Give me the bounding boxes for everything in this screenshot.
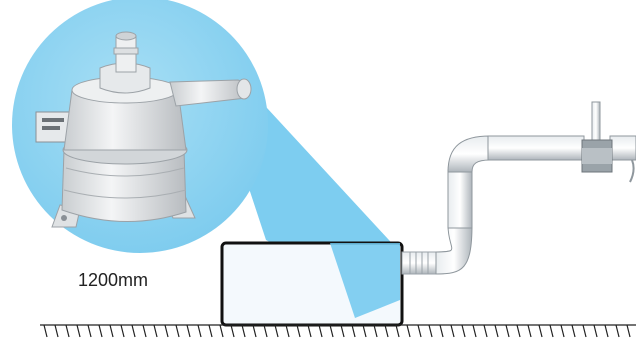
hose-connector <box>402 252 438 274</box>
dimension-label: 1200mm <box>78 270 148 291</box>
ground-hatch <box>40 325 636 337</box>
